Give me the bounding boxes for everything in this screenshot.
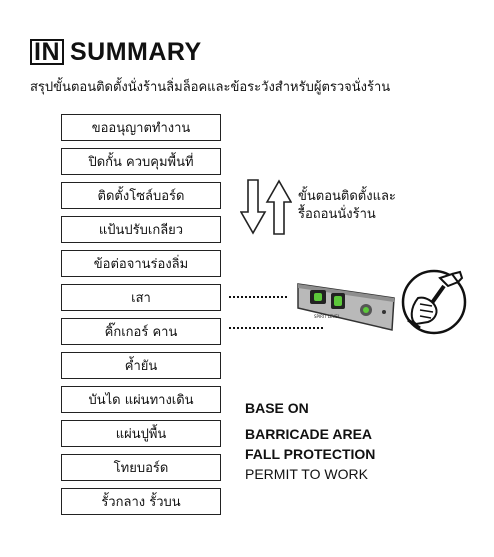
permit-barricade: BARRICADE AREA <box>245 426 373 442</box>
step-box: ขออนุญาตทำงาน <box>61 114 221 141</box>
note-line-1: ขั้นตอนติดตั้งและ <box>298 189 396 204</box>
title-word: SUMMARY <box>70 37 202 66</box>
step-box: บันได แผ่นทางเดิน <box>61 386 221 413</box>
step-box: แป้นปรับเกลียว <box>61 216 221 243</box>
spirit-level-icon: SPIRIT LEVEL <box>297 283 395 331</box>
title-boxed-word: IN <box>30 39 64 65</box>
step-box: รั้วกลาง รั้วบน <box>61 488 221 515</box>
dotted-leader <box>229 327 323 329</box>
level-label: SPIRIT LEVEL <box>314 314 341 319</box>
up-down-arrows-icon <box>240 179 292 235</box>
hammer-hand-icon <box>401 269 467 335</box>
subtitle: สรุปขั้นตอนติดตั้งนั่งร้านลิ่มล็อคและข้อ… <box>30 80 391 95</box>
permit-to-work: PERMIT TO WORK <box>245 466 368 482</box>
step-box: โทยบอร์ด <box>61 454 221 481</box>
step-box: ปิดกั้น ควบคุมพื้นที่ <box>61 148 221 175</box>
permit-fall-protection: FALL PROTECTION <box>245 446 376 462</box>
page-title: IN SUMMARY <box>30 38 202 66</box>
step-box: เสา <box>61 284 221 311</box>
step-box: แผ่นปูพื้น <box>61 420 221 447</box>
note-line-2: รื้อถอนนั่งร้าน <box>298 207 376 222</box>
step-box: ติดตั้งโซล์บอร์ด <box>61 182 221 209</box>
dotted-leader <box>229 296 287 298</box>
step-box: คิ๊กเกอร์ คาน <box>61 318 221 345</box>
base-on-heading: BASE ON <box>245 400 309 416</box>
install-note: ขั้นตอนติดตั้งและ รื้อถอนนั่งร้าน <box>298 188 396 224</box>
step-box: ข้อต่อจานร่องลิ่ม <box>61 250 221 277</box>
step-box: ค้ำยัน <box>61 352 221 379</box>
